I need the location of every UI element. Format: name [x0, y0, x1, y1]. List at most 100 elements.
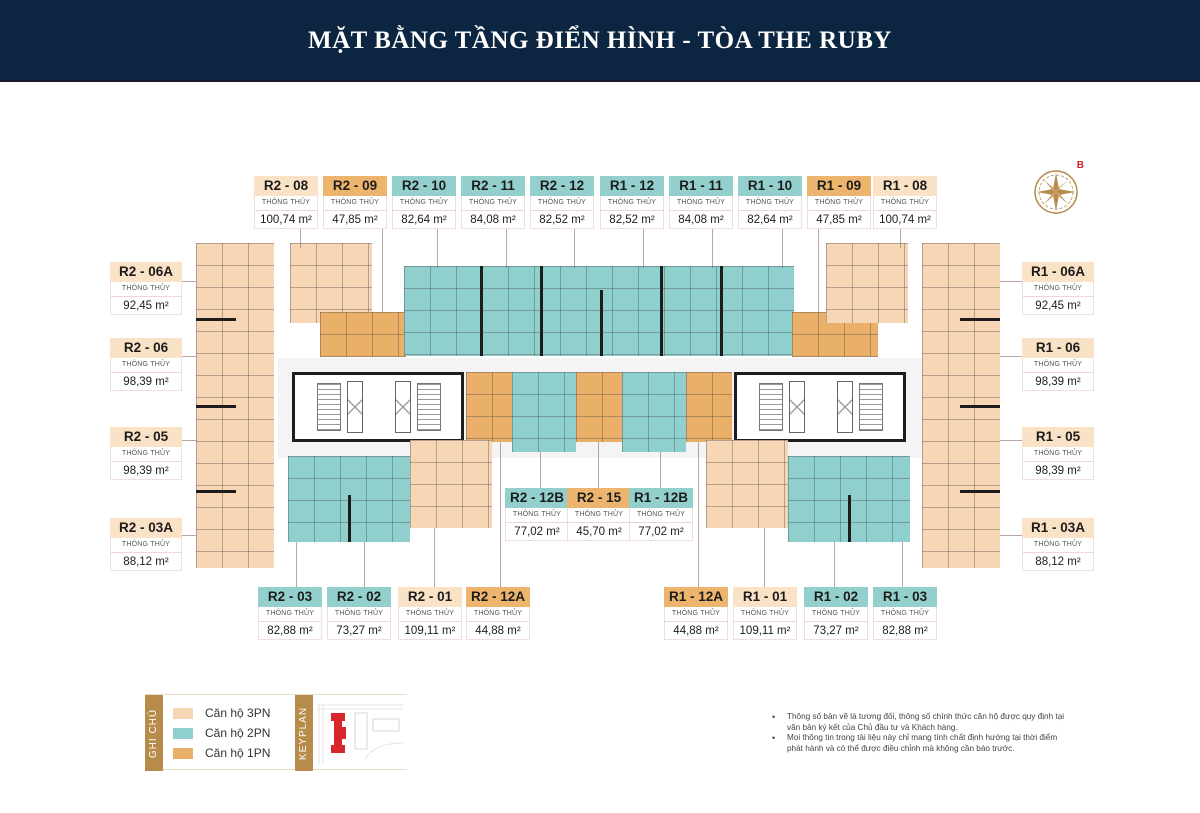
- unit-area: 45,70 m²: [567, 522, 631, 541]
- unit-area: 84,08 m²: [669, 210, 733, 229]
- unit-label-r2-12[interactable]: R2 - 12 THÔNG THỦY 82,52 m²: [530, 176, 594, 229]
- legend-title-bar: GHI CHÚ: [145, 695, 163, 771]
- unit-area: 44,88 m²: [664, 621, 728, 640]
- unit-code: R2 - 10: [392, 176, 456, 196]
- unit-code: R1 - 11: [669, 176, 733, 196]
- unit-area: 82,64 m²: [738, 210, 802, 229]
- unit-code: R2 - 03A: [110, 518, 182, 538]
- swatch-3pn: [173, 707, 193, 719]
- unit-label-r2-11[interactable]: R2 - 11 THÔNG THỦY 84,08 m²: [461, 176, 525, 229]
- unit-code: R1 - 12: [600, 176, 664, 196]
- unit-code: R2 - 06A: [110, 262, 182, 282]
- unit-label-r1-03[interactable]: R1 - 03 THÔNG THỦY 82,88 m²: [873, 587, 937, 640]
- area-caption: THÔNG THỦY: [1022, 447, 1094, 461]
- unit-area: 88,12 m²: [110, 552, 182, 571]
- unit-area: 92,45 m²: [1022, 296, 1094, 315]
- unit-label-r1-02[interactable]: R1 - 02 THÔNG THỦY 73,27 m²: [804, 587, 868, 640]
- area-caption: THÔNG THỦY: [664, 607, 728, 621]
- unit-code: R1 - 10: [738, 176, 802, 196]
- area-caption: THÔNG THỦY: [1022, 358, 1094, 372]
- unit-label-r1-09[interactable]: R1 - 09 THÔNG THỦY 47,85 m²: [807, 176, 871, 229]
- unit-area: 47,85 m²: [807, 210, 871, 229]
- unit-block-r2-09: [320, 312, 406, 357]
- legend-label: Căn hộ 1PN: [205, 746, 271, 760]
- unit-label-r2-10[interactable]: R2 - 10 THÔNG THỦY 82,64 m²: [392, 176, 456, 229]
- unit-area: 100,74 m²: [873, 210, 937, 229]
- unit-label-r2-03[interactable]: R2 - 03 THÔNG THỦY 82,88 m²: [258, 587, 322, 640]
- area-caption: THÔNG THỦY: [461, 196, 525, 210]
- unit-area: 82,64 m²: [392, 210, 456, 229]
- unit-label-r1-08[interactable]: R1 - 08 THÔNG THỦY 100,74 m²: [873, 176, 937, 229]
- unit-label-r2-08[interactable]: R2 - 08 THÔNG THỦY 100,74 m²: [254, 176, 318, 229]
- unit-code: R2 - 12B: [505, 488, 569, 508]
- area-caption: THÔNG THỦY: [254, 196, 318, 210]
- unit-label-r1-12a[interactable]: R1 - 12A THÔNG THỦY 44,88 m²: [664, 587, 728, 640]
- compass-rose-icon: B: [1028, 160, 1088, 220]
- area-caption: THÔNG THỦY: [807, 196, 871, 210]
- unit-label-r2-15[interactable]: R2 - 15 THÔNG THỦY 45,70 m²: [567, 488, 631, 541]
- unit-label-r1-12b[interactable]: R1 - 12B THÔNG THỦY 77,02 m²: [629, 488, 693, 541]
- legend-title: GHI CHÚ: [148, 708, 160, 758]
- unit-code: R2 - 12: [530, 176, 594, 196]
- unit-area: 82,88 m²: [258, 621, 322, 640]
- unit-area: 92,45 m²: [110, 296, 182, 315]
- unit-label-r2-03a[interactable]: R2 - 03A THÔNG THỦY 88,12 m²: [110, 518, 182, 571]
- unit-label-r2-06[interactable]: R2 - 06 THÔNG THỦY 98,39 m²: [110, 338, 182, 391]
- area-caption: THÔNG THỦY: [110, 358, 182, 372]
- unit-block-r1-12a: [686, 372, 732, 442]
- unit-code: R2 - 02: [327, 587, 391, 607]
- page-title: MẶT BẰNG TẦNG ĐIỂN HÌNH - TÒA THE RUBY: [308, 27, 892, 54]
- unit-label-r1-12[interactable]: R1 - 12 THÔNG THỦY 82,52 m²: [600, 176, 664, 229]
- area-caption: THÔNG THỦY: [567, 508, 631, 522]
- unit-area: 73,27 m²: [327, 621, 391, 640]
- unit-label-r2-02[interactable]: R2 - 02 THÔNG THỦY 73,27 m²: [327, 587, 391, 640]
- area-caption: THÔNG THỦY: [1022, 282, 1094, 296]
- unit-label-r1-06[interactable]: R1 - 06 THÔNG THỦY 98,39 m²: [1022, 338, 1094, 391]
- unit-area: 109,11 m²: [733, 621, 797, 640]
- legend-label: Căn hộ 2PN: [205, 726, 271, 740]
- area-caption: THÔNG THỦY: [600, 196, 664, 210]
- unit-label-r2-12b[interactable]: R2 - 12B THÔNG THỦY 77,02 m²: [505, 488, 569, 541]
- area-caption: THÔNG THỦY: [258, 607, 322, 621]
- unit-label-r1-05[interactable]: R1 - 05 THÔNG THỦY 98,39 m²: [1022, 427, 1094, 480]
- unit-area: 100,74 m²: [254, 210, 318, 229]
- note-item: Mọi thông tin trong tài liệu này chỉ man…: [772, 733, 1072, 754]
- unit-area: 82,52 m²: [600, 210, 664, 229]
- keyplan-map: [315, 699, 405, 767]
- unit-block-r2-15: [576, 372, 622, 442]
- unit-code: R2 - 01: [398, 587, 462, 607]
- unit-code: R1 - 06: [1022, 338, 1094, 358]
- unit-block-top-2pn: [404, 266, 794, 356]
- unit-label-r1-11[interactable]: R1 - 11 THÔNG THỦY 84,08 m²: [669, 176, 733, 229]
- unit-code: R2 - 09: [323, 176, 387, 196]
- unit-label-r2-12a[interactable]: R2 - 12A THÔNG THỦY 44,88 m²: [466, 587, 530, 640]
- unit-code: R1 - 12B: [629, 488, 693, 508]
- area-caption: THÔNG THỦY: [873, 607, 937, 621]
- unit-area: 109,11 m²: [398, 621, 462, 640]
- unit-label-r1-03a[interactable]: R1 - 03A THÔNG THỦY 88,12 m²: [1022, 518, 1094, 571]
- unit-label-r2-06a[interactable]: R2 - 06A THÔNG THỦY 92,45 m²: [110, 262, 182, 315]
- unit-label-r2-09[interactable]: R2 - 09 THÔNG THỦY 47,85 m²: [323, 176, 387, 229]
- unit-label-r1-10[interactable]: R1 - 10 THÔNG THỦY 82,64 m²: [738, 176, 802, 229]
- core-left: [292, 372, 464, 442]
- unit-area: 88,12 m²: [1022, 552, 1094, 571]
- area-caption: THÔNG THỦY: [110, 447, 182, 461]
- unit-area: 77,02 m²: [629, 522, 693, 541]
- unit-code: R1 - 01: [733, 587, 797, 607]
- unit-label-r2-05[interactable]: R2 - 05 THÔNG THỦY 98,39 m²: [110, 427, 182, 480]
- unit-label-r2-01[interactable]: R2 - 01 THÔNG THỦY 109,11 m²: [398, 587, 462, 640]
- unit-area: 77,02 m²: [505, 522, 569, 541]
- unit-code: R2 - 03: [258, 587, 322, 607]
- unit-block-r1-08: [826, 243, 908, 323]
- unit-code: R1 - 05: [1022, 427, 1094, 447]
- unit-label-r1-01[interactable]: R1 - 01 THÔNG THỦY 109,11 m²: [733, 587, 797, 640]
- unit-code: R1 - 08: [873, 176, 937, 196]
- area-caption: THÔNG THỦY: [530, 196, 594, 210]
- core-right: [734, 372, 906, 442]
- unit-code: R2 - 06: [110, 338, 182, 358]
- unit-area: 98,39 m²: [110, 461, 182, 480]
- area-caption: THÔNG THỦY: [327, 607, 391, 621]
- area-caption: THÔNG THỦY: [733, 607, 797, 621]
- unit-area: 98,39 m²: [1022, 372, 1094, 391]
- unit-label-r1-06a[interactable]: R1 - 06A THÔNG THỦY 92,45 m²: [1022, 262, 1094, 315]
